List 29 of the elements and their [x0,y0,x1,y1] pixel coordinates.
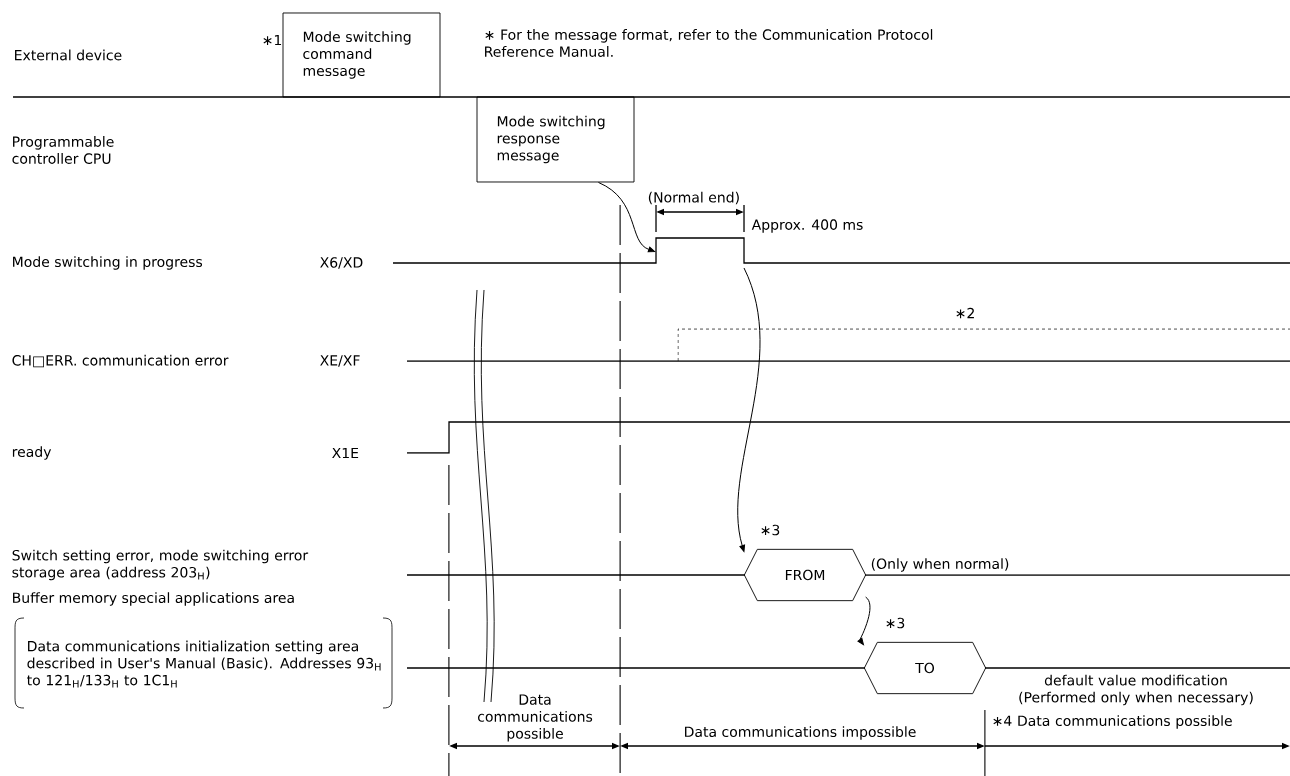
hexagon-box: TO [863,641,987,695]
edge-label: (Only when normal) [869,557,1011,573]
label-text: Switch setting error, mode switching error storage area (address 203$_{H}$) [12,549,309,581]
label-text: X1E [332,447,359,459]
label-text: X6/XD [320,257,363,269]
label-text: Data communications impossible [685,726,916,740]
arrow [597,181,656,253]
hexagon-box: FROM [743,548,867,602]
label-text: CH□ERR. communication error [12,354,229,368]
note-text: ∗3 [761,524,780,536]
label-text: Programmable controller CPU [12,136,114,164]
label-text: Approx. 400 ms [751,219,863,233]
label-text: ready [12,446,52,460]
label-text: Data communications initialization setting area described in User's Manual (Basic). Addresses 93$_{H}$ to 121$_{H}$/133$_{H}$ to 1C1$_{H}$ [27,640,381,688]
label-text: Mode switching in progress [13,256,203,270]
note-text: default value modification (Performed only when necessary) [1019,674,1253,706]
note-text: ∗3 [886,617,905,629]
label-text: Data communications possible [478,694,593,742]
label-text: Buffer memory special applications area [13,592,294,606]
label-text: XE/XF [320,355,360,367]
label-text: ∗ For the message format, refer to the Communication Protocol Reference Manual. [485,29,933,57]
message-box: Mode switching command message [282,12,441,98]
message-box: Mode switching response message [476,96,635,183]
arrow [857,596,871,646]
label-text: (Normal end) [648,191,739,205]
label-text: ∗4 Data communications possible [993,715,1232,729]
label-text: ∗2 [956,307,974,319]
label-text: External device [15,49,122,61]
arrow [737,267,761,553]
